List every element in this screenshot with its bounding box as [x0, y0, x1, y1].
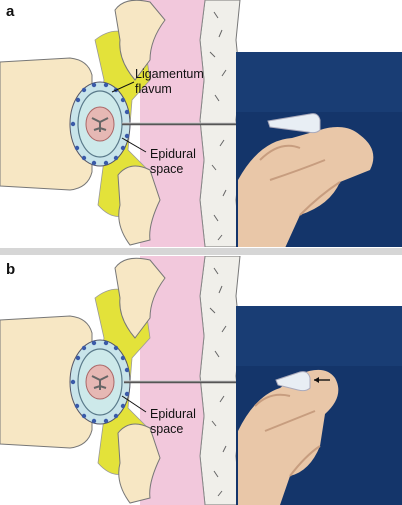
vertebral-body	[0, 315, 93, 449]
syringe-photo	[267, 113, 321, 134]
label-epidural-space-2: space	[150, 162, 183, 176]
vertebral-body	[0, 57, 93, 191]
spine-diagram-b: b Epidural space	[0, 256, 402, 505]
label-epidural-space-2: space	[150, 422, 183, 436]
epidural-pointer	[121, 395, 147, 413]
spinous-process-lower	[117, 423, 161, 504]
hand-photo	[238, 126, 374, 247]
spinous-process-upper	[114, 257, 166, 339]
epidural-pointer	[121, 137, 147, 153]
label-ligamentum-flavum-1: Ligamentum	[135, 67, 204, 81]
skin-layer	[199, 256, 241, 505]
ligamentum-pointer	[111, 81, 135, 93]
spinous-process-upper	[114, 0, 166, 81]
panel-letter-a: a	[6, 3, 15, 20]
label-ligamentum-flavum-2: flavum	[135, 82, 172, 96]
label-epidural-space-1: Epidural	[150, 147, 196, 161]
spinous-process-lower	[117, 165, 161, 246]
spine-diagram-a: a Ligamentum flavum Epidural space	[0, 0, 402, 247]
label-epidural-space-1: Epidural	[150, 407, 196, 421]
hand-photo	[238, 369, 339, 505]
panel-letter-b: b	[6, 261, 15, 278]
syringe-photo	[275, 371, 311, 392]
panel-b: b Epidural space	[0, 256, 402, 505]
panel-divider	[0, 248, 402, 255]
muscle-layer	[140, 256, 205, 505]
panel-a: a Ligamentum flavum Epidural space	[0, 0, 402, 247]
